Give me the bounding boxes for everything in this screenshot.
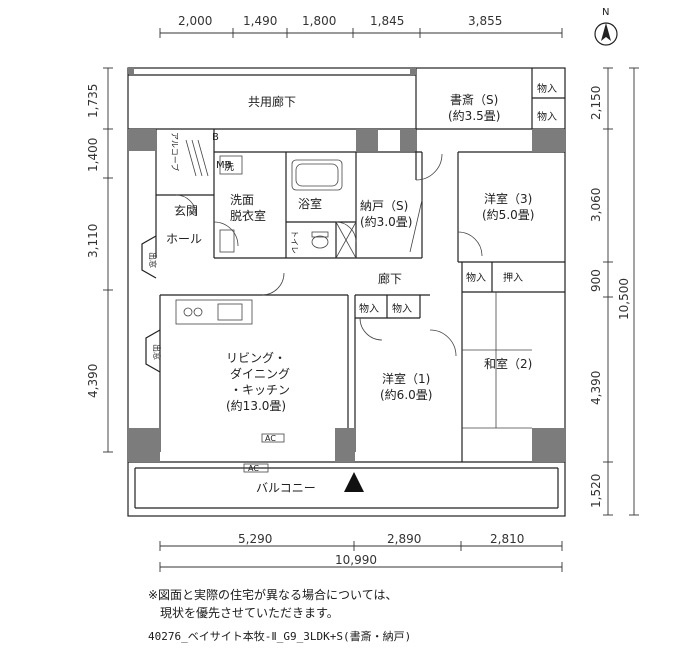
top-dim-4: 1,845 bbox=[370, 14, 404, 28]
bottom-dim-total: 10,990 bbox=[335, 553, 377, 567]
label-study: 書斎（S) bbox=[450, 92, 498, 107]
top-dimensions: 2,000 1,490 1,800 1,845 3,855 bbox=[159, 14, 563, 38]
bottom-dim-3: 2,810 bbox=[490, 532, 524, 546]
bottom-dim-2: 2,890 bbox=[387, 532, 421, 546]
label-closet-western1-b: 物入 bbox=[392, 302, 412, 315]
label-ldk-2: ダイニング bbox=[230, 366, 290, 381]
label-hall: ホール bbox=[166, 232, 202, 246]
right-dim-3: 900 bbox=[589, 269, 603, 292]
label-washroom-1: 洗面 bbox=[230, 193, 254, 207]
top-dim-3: 1,800 bbox=[302, 14, 336, 28]
label-closet-storage: 押入 bbox=[503, 271, 523, 284]
label-japanese-2: 和室（2) bbox=[484, 356, 532, 371]
label-mb: MB bbox=[216, 160, 232, 171]
label-storage: 納戸（S) bbox=[360, 199, 408, 213]
top-dim-2: 1,490 bbox=[243, 14, 277, 28]
north-arrow-icon: N bbox=[594, 7, 618, 46]
fixtures bbox=[175, 139, 532, 492]
label-closet-western1-a: 物入 bbox=[359, 302, 379, 315]
bottom-dim-1: 5,290 bbox=[238, 532, 272, 546]
label-hallway: 廊下 bbox=[378, 271, 402, 286]
right-dim-1: 2,150 bbox=[589, 86, 603, 120]
walls bbox=[127, 67, 566, 517]
label-toilet: トイレ bbox=[290, 230, 299, 254]
label-genkan: 玄関 bbox=[174, 203, 198, 218]
label-closet-study-2: 物入 bbox=[537, 110, 557, 123]
bay-window-upper-label: 出窓 bbox=[148, 252, 158, 268]
door-swings bbox=[175, 153, 483, 357]
left-dim-1: 1,735 bbox=[86, 84, 100, 118]
left-dim-4: 4,390 bbox=[86, 364, 100, 398]
label-closet-study-1: 物入 bbox=[537, 82, 557, 95]
label-western-3-size: (約5.0畳) bbox=[482, 207, 534, 222]
label-study-size: (約3.5畳) bbox=[448, 108, 500, 123]
label-western-1-size: (約6.0畳) bbox=[380, 387, 432, 402]
label-closet-hall: 物入 bbox=[466, 271, 486, 284]
label-balcony: バルコニー bbox=[256, 481, 316, 495]
plan-caption: 40276_ベイサイト本牧-Ⅱ_G9_3LDK+S(書斎・納戸) bbox=[148, 630, 412, 643]
right-dimensions: 2,150 3,060 900 4,390 1,520 10,500 bbox=[589, 67, 639, 516]
label-bath: 浴室 bbox=[298, 196, 322, 211]
left-dimensions: 1,735 1,400 3,110 4,390 bbox=[86, 67, 113, 453]
label-wash: 洗 bbox=[224, 161, 234, 173]
label-common-corridor: 共用廊下 bbox=[248, 94, 296, 109]
right-dim-5: 1,520 bbox=[589, 474, 603, 508]
label-ldk-1: リビング・ bbox=[226, 351, 286, 365]
left-dim-2: 1,400 bbox=[86, 138, 100, 172]
label-alcove: アルコーブ bbox=[170, 132, 180, 171]
label-storage-size: (約3.0畳) bbox=[360, 214, 412, 229]
left-dim-3: 3,110 bbox=[86, 224, 100, 258]
label-western-3: 洋室（3) bbox=[484, 191, 532, 206]
bottom-dimensions: 5,290 2,890 2,810 10,990 bbox=[159, 532, 563, 572]
bay-window-upper: 出窓 bbox=[141, 235, 158, 279]
label-western-1: 洋室（1) bbox=[382, 371, 430, 386]
label-washroom-2: 脱衣室 bbox=[230, 208, 266, 223]
label-ldk-ac: AC bbox=[265, 434, 276, 443]
top-dim-5: 3,855 bbox=[468, 14, 502, 28]
right-dim-2: 3,060 bbox=[589, 188, 603, 222]
note-line-2: 現状を優先させていただきます。 bbox=[160, 606, 339, 620]
right-dim-4: 4,390 bbox=[589, 371, 603, 405]
label-ldk-size: (約13.0畳) bbox=[226, 398, 286, 413]
north-label: N bbox=[602, 7, 609, 18]
label-balcony-ac: AC bbox=[248, 464, 259, 473]
label-ldk-3: ・キッチン bbox=[230, 383, 290, 397]
right-dim-total: 10,500 bbox=[617, 278, 631, 320]
bay-window-lower-label: 出窓 bbox=[152, 344, 162, 360]
top-dim-1: 2,000 bbox=[178, 14, 212, 28]
note-line-1: ※図面と実際の住宅が異なる場合については、 bbox=[148, 588, 398, 602]
bay-window-lower: 出窓 bbox=[145, 329, 162, 373]
label-b: B bbox=[212, 132, 219, 143]
